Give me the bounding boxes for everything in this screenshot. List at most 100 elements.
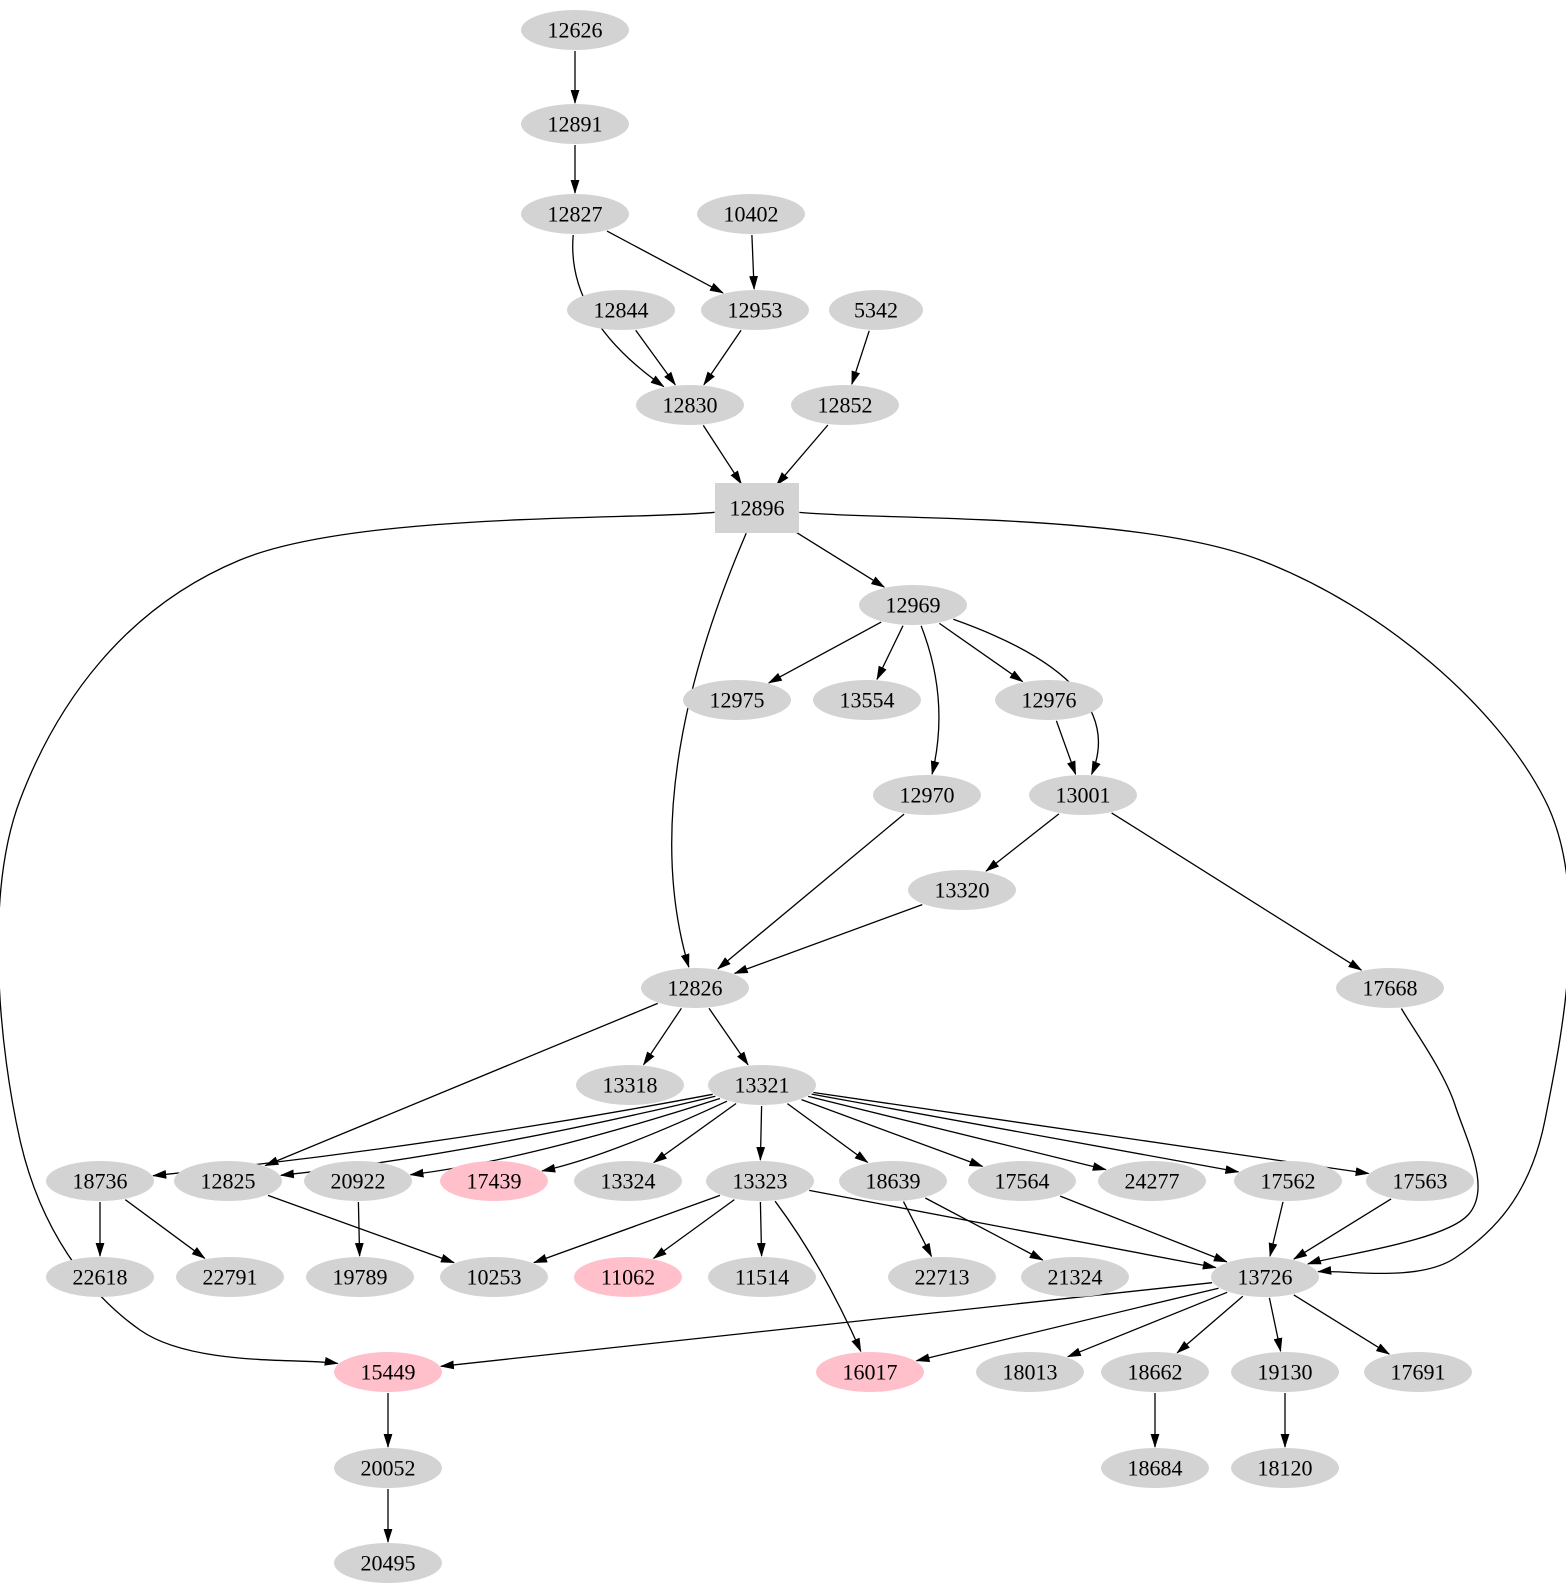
edge-12852-12896 bbox=[776, 424, 829, 486]
node-12826: 12826 bbox=[641, 968, 749, 1008]
node-15449-shape bbox=[334, 1352, 442, 1392]
edge-13323-16017 bbox=[774, 1200, 862, 1353]
node-18639-shape bbox=[839, 1161, 947, 1201]
node-18013-shape bbox=[976, 1352, 1084, 1392]
edge-13321-17564 bbox=[801, 1098, 984, 1168]
node-12975-shape bbox=[683, 680, 791, 720]
edge-12826-13318 bbox=[643, 1007, 682, 1066]
node-12976-shape bbox=[995, 680, 1103, 720]
node-18662: 18662 bbox=[1101, 1352, 1209, 1392]
node-12896: 12896 bbox=[715, 483, 799, 533]
node-12970-shape bbox=[873, 775, 981, 815]
node-12626-shape bbox=[521, 10, 629, 50]
edge-12826-13321 bbox=[708, 1007, 749, 1066]
node-12896-shape bbox=[715, 483, 799, 533]
node-17439: 17439 bbox=[440, 1161, 548, 1201]
node-12826-shape bbox=[641, 968, 749, 1008]
node-17564: 17564 bbox=[968, 1161, 1076, 1201]
node-18736: 18736 bbox=[46, 1161, 154, 1201]
node-13324-shape bbox=[574, 1161, 682, 1201]
node-17564-shape bbox=[968, 1161, 1076, 1201]
node-13320: 13320 bbox=[908, 870, 1016, 910]
node-12825: 12825 bbox=[174, 1161, 282, 1201]
node-13726-shape bbox=[1211, 1257, 1319, 1297]
node-12953-shape bbox=[701, 290, 809, 330]
node-19789: 19789 bbox=[306, 1257, 414, 1297]
node-12969-shape bbox=[859, 585, 967, 625]
node-22713: 22713 bbox=[888, 1257, 996, 1297]
node-17562-shape bbox=[1234, 1161, 1342, 1201]
node-12976: 12976 bbox=[995, 680, 1103, 720]
node-10402: 10402 bbox=[697, 194, 805, 234]
node-17691: 17691 bbox=[1364, 1352, 1472, 1392]
node-13318-shape bbox=[576, 1065, 684, 1105]
edge-20922-19789 bbox=[354, 1201, 364, 1257]
node-19130-shape bbox=[1231, 1352, 1339, 1392]
edge-12970-12826 bbox=[717, 813, 905, 970]
node-12844: 12844 bbox=[567, 290, 675, 330]
node-13323: 13323 bbox=[706, 1161, 814, 1201]
node-17668-shape bbox=[1336, 968, 1444, 1008]
edge-13321-24277 bbox=[808, 1095, 1107, 1171]
node-13001: 13001 bbox=[1029, 775, 1137, 815]
edge-13323-11514 bbox=[756, 1201, 766, 1257]
node-12830-shape bbox=[636, 385, 744, 425]
node-22618: 22618 bbox=[46, 1257, 154, 1297]
edge-13323-13726 bbox=[809, 1189, 1217, 1270]
node-12827: 12827 bbox=[521, 194, 629, 234]
node-13554-shape bbox=[813, 680, 921, 720]
edge-12969-13554 bbox=[876, 625, 904, 681]
node-13001-shape bbox=[1029, 775, 1137, 815]
edge-layer bbox=[0, 51, 1566, 1543]
edge-17562-13726 bbox=[1268, 1201, 1284, 1258]
edge-12969-12976 bbox=[939, 622, 1024, 683]
node-22791: 22791 bbox=[176, 1257, 284, 1297]
node-22791-shape bbox=[176, 1257, 284, 1297]
node-11062: 11062 bbox=[574, 1257, 682, 1297]
edge-13323-11062 bbox=[652, 1199, 735, 1259]
node-20052-shape bbox=[334, 1448, 442, 1488]
node-24277: 24277 bbox=[1098, 1161, 1206, 1201]
node-18120-shape bbox=[1231, 1448, 1339, 1488]
edge-17668-13726 bbox=[1306, 1008, 1479, 1265]
edge-17564-13726 bbox=[1059, 1195, 1228, 1263]
node-12969: 12969 bbox=[859, 585, 967, 625]
edge-13321-17563 bbox=[813, 1091, 1370, 1176]
edge-12969-12975 bbox=[767, 621, 882, 684]
edge-13320-12826 bbox=[733, 903, 923, 975]
edge-12896-13726 bbox=[799, 511, 1566, 1275]
node-13321: 13321 bbox=[708, 1065, 816, 1105]
node-13554: 13554 bbox=[813, 680, 921, 720]
node-12827-shape bbox=[521, 194, 629, 234]
edge-17563-13726 bbox=[1293, 1198, 1392, 1260]
node-20495-shape bbox=[334, 1543, 442, 1583]
edge-13726-18662 bbox=[1176, 1295, 1244, 1354]
edge-12976-13001 bbox=[1055, 720, 1077, 776]
node-5342: 5342 bbox=[829, 290, 923, 330]
node-12626: 12626 bbox=[521, 10, 629, 50]
node-20922-shape bbox=[304, 1161, 412, 1201]
node-16017-shape bbox=[816, 1352, 924, 1392]
node-18684-shape bbox=[1101, 1448, 1209, 1488]
node-12852: 12852 bbox=[791, 385, 899, 425]
node-17562: 17562 bbox=[1234, 1161, 1342, 1201]
node-18736-shape bbox=[46, 1161, 154, 1201]
node-20922: 20922 bbox=[304, 1161, 412, 1201]
node-18639: 18639 bbox=[839, 1161, 947, 1201]
edge-13323-10253 bbox=[533, 1194, 721, 1264]
edge-18639-22713 bbox=[902, 1201, 933, 1258]
node-12825-shape bbox=[174, 1161, 282, 1201]
edge-13321-20922 bbox=[409, 1097, 721, 1178]
node-10253: 10253 bbox=[440, 1257, 548, 1297]
node-11514: 11514 bbox=[708, 1257, 816, 1297]
node-13321-shape bbox=[708, 1065, 816, 1105]
node-12975: 12975 bbox=[683, 680, 791, 720]
node-13726: 13726 bbox=[1211, 1257, 1319, 1297]
edge-12825-10253 bbox=[267, 1194, 455, 1264]
node-12953: 12953 bbox=[701, 290, 809, 330]
node-19789-shape bbox=[306, 1257, 414, 1297]
node-24277-shape bbox=[1098, 1161, 1206, 1201]
node-13324: 13324 bbox=[574, 1161, 682, 1201]
